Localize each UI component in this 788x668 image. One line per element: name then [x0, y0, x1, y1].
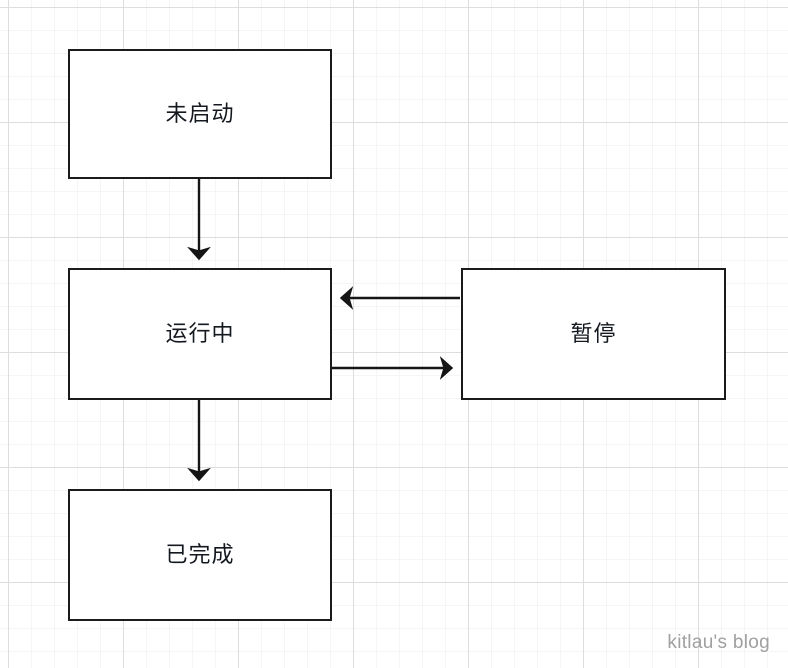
- node-completed[interactable]: 已完成: [68, 489, 332, 621]
- watermark: kitlau's blog: [667, 632, 770, 653]
- node-label: 未启动: [165, 101, 235, 126]
- node-running[interactable]: 运行中: [68, 268, 332, 400]
- node-not-started[interactable]: 未启动: [68, 49, 332, 179]
- node-paused[interactable]: 暂停: [461, 268, 726, 400]
- node-label: 运行中: [165, 321, 235, 346]
- node-label: 已完成: [165, 542, 235, 567]
- node-label: 暂停: [570, 321, 617, 346]
